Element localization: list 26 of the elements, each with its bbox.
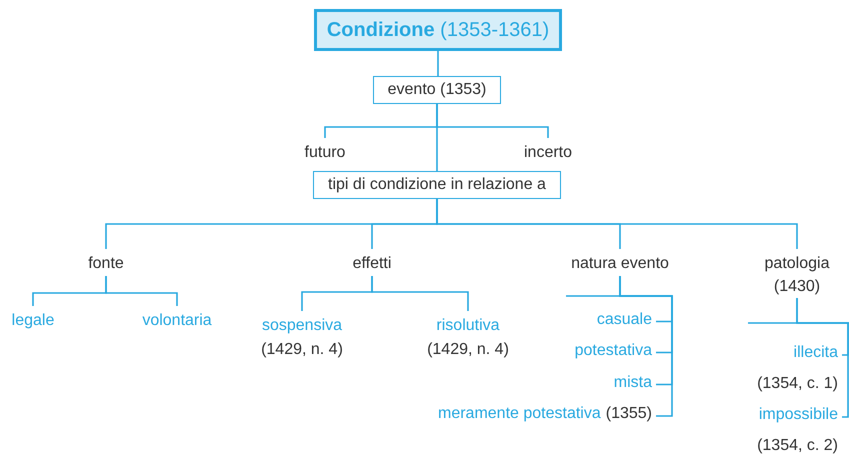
type-label: volontaria bbox=[142, 309, 212, 333]
type-label: casuale bbox=[596, 308, 652, 332]
concept-box: tipi di condizione in relazione a bbox=[313, 171, 561, 199]
concept-box: evento (1353) bbox=[372, 76, 502, 104]
type-label: illecita (1354, c. 1) bbox=[757, 341, 838, 396]
type-label: risolutiva (1429, n. 4) bbox=[427, 314, 509, 362]
type-label: potestativa bbox=[574, 339, 652, 363]
category-label: effetti bbox=[352, 252, 392, 276]
connector-line bbox=[796, 298, 849, 418]
category-label: fonte bbox=[88, 252, 124, 276]
category-label: natura evento bbox=[571, 252, 669, 276]
branch-label: incerto bbox=[524, 141, 572, 165]
type-label: impossibile (1354, c. 2) bbox=[757, 403, 838, 458]
title-box: Condizione (1353-1361) bbox=[314, 9, 562, 51]
connector-line bbox=[436, 199, 798, 249]
connector-line bbox=[105, 276, 178, 306]
type-label: mista bbox=[614, 371, 652, 395]
connector-line bbox=[437, 51, 439, 76]
branch-label: futuro bbox=[304, 141, 346, 165]
connector-line bbox=[436, 104, 438, 171]
type-label: meramente potestativa (1355) bbox=[438, 402, 652, 426]
connector-line bbox=[619, 276, 673, 417]
category-label: patologia (1430) bbox=[757, 252, 837, 298]
type-label: sospensiva (1429, n. 4) bbox=[261, 314, 343, 362]
type-label: legale bbox=[12, 309, 54, 333]
connector-line bbox=[371, 276, 469, 311]
